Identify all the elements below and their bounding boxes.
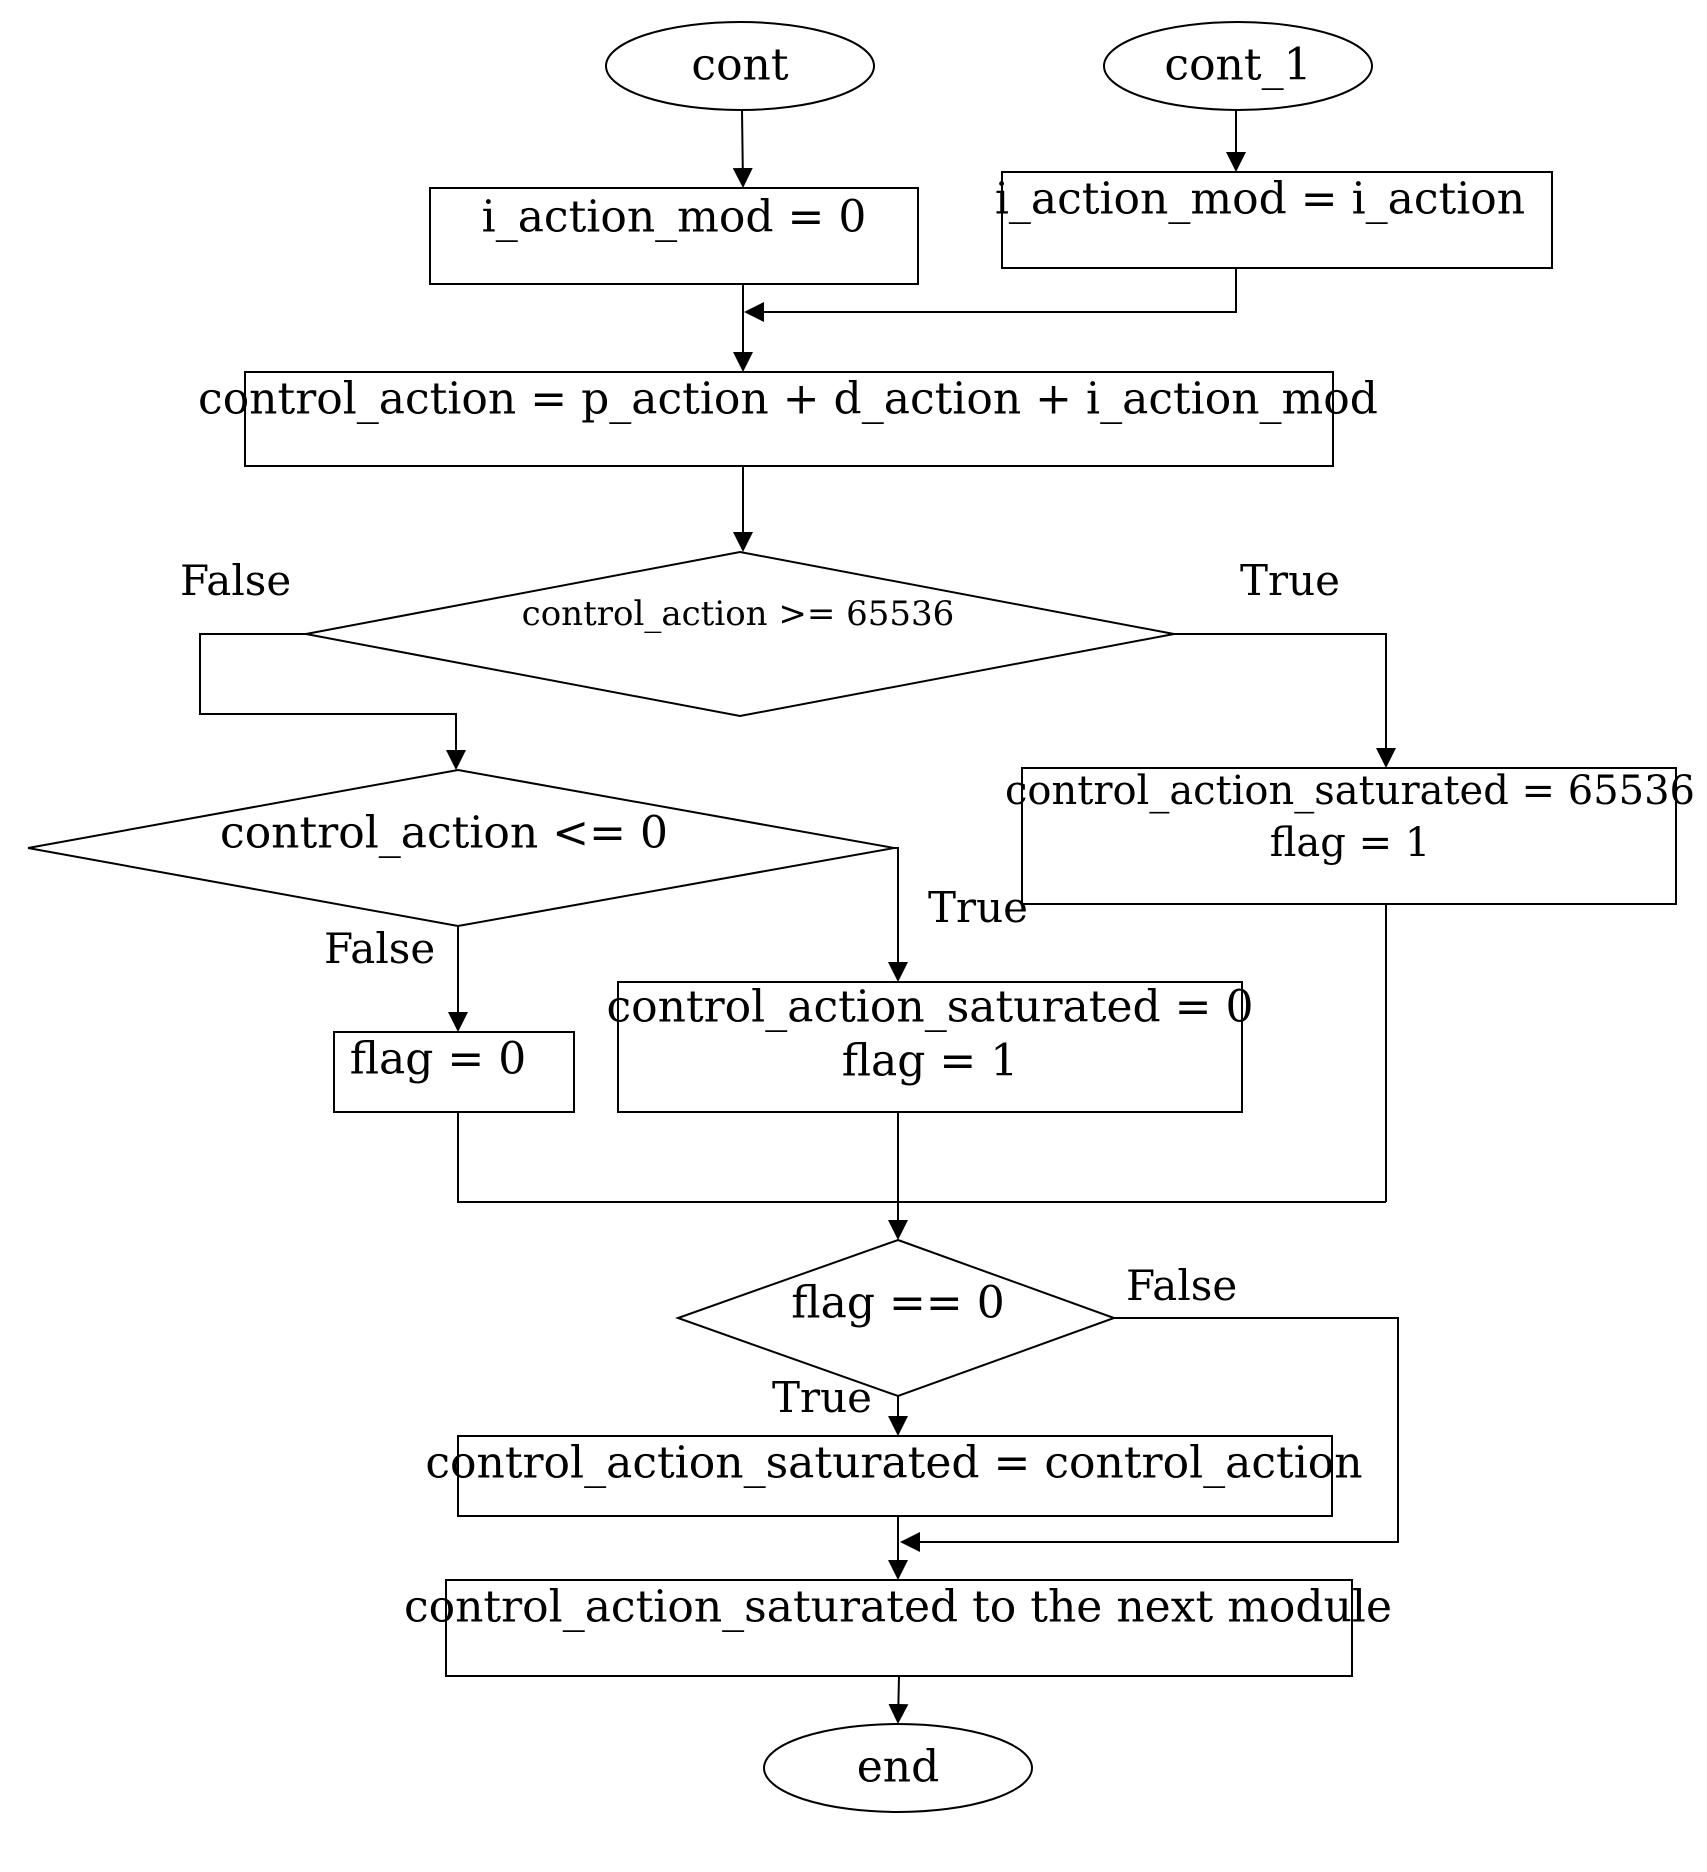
edge-flag-false [900, 1317, 1399, 1552]
start-terminal-cont: cont [605, 21, 875, 111]
process-assign-zero: i_action_mod = 0 [429, 187, 919, 285]
process-flag-zero-label: flag = 0 [350, 1034, 527, 1085]
process-output: control_action_saturated to the next mod… [404, 1579, 1392, 1677]
process-saturate-zero-line2: flag = 1 [842, 1036, 1019, 1087]
process-flag-zero: flag = 0 [333, 1031, 575, 1113]
edge-flag-zero-to-merge [457, 1112, 1386, 1203]
decision-flag-check: flag == 0 [675, 1238, 1117, 1398]
process-saturate-upper-line1: control_action_saturated = 65536 [1005, 768, 1695, 814]
edge-label-flag-false: False [1126, 1261, 1237, 1310]
process-pass-through-label: control_action_saturated = control_actio… [425, 1438, 1362, 1489]
decision-upper-bound-label: control_action >= 65536 [522, 594, 955, 634]
process-output-label: control_action_saturated to the next mod… [404, 1582, 1392, 1633]
process-saturate-upper: control_action_saturated = 65536 flag = … [1005, 767, 1695, 905]
edge-upper-true [1174, 633, 1396, 768]
end-terminal-label: end [857, 1742, 940, 1793]
edge-labels: False True False True False True [180, 556, 1340, 1422]
edge-label-flag-true: True [772, 1373, 872, 1422]
process-assign-i-action-label: i_action_mod = i_action [995, 174, 1525, 225]
edge-label-lower-true: True [928, 883, 1028, 932]
decision-upper-bound: control_action >= 65536 [305, 550, 1175, 718]
decision-lower-bound: control_action <= 0 [27, 768, 895, 928]
process-assign-i-action: i_action_mod = i_action [995, 171, 1553, 269]
edge-upper-false [199, 633, 466, 770]
edge-cont-to-assign-zero [732, 109, 753, 188]
decision-flag-check-label: flag == 0 [791, 1278, 1004, 1329]
edge-lower-true [888, 847, 908, 982]
process-compute-control-action: control_action = p_action + d_action + i… [198, 371, 1378, 467]
decision-lower-bound-label: control_action <= 0 [220, 808, 668, 859]
process-pass-through: control_action_saturated = control_actio… [425, 1435, 1363, 1517]
process-assign-zero-label: i_action_mod = 0 [482, 192, 867, 243]
edge-label-upper-false: False [180, 556, 291, 605]
process-saturate-zero: control_action_saturated = 0 flag = 1 [606, 981, 1254, 1113]
process-compute-label: control_action = p_action + d_action + i… [198, 374, 1378, 425]
start-terminal-cont-1: cont_1 [1103, 21, 1373, 111]
connectors [199, 109, 1399, 1724]
edge-label-lower-false: False [324, 924, 435, 973]
edge-output-to-end [888, 1675, 909, 1724]
edge-assign-i-action-merge [744, 268, 1237, 322]
process-saturate-upper-line2: flag = 1 [1270, 820, 1431, 866]
end-terminal: end [763, 1723, 1033, 1813]
start-terminal-cont-label: cont [691, 40, 788, 91]
process-saturate-zero-line1: control_action_saturated = 0 [606, 982, 1253, 1033]
start-terminal-cont-1-label: cont_1 [1164, 40, 1311, 91]
edge-label-upper-true: True [1240, 556, 1340, 605]
